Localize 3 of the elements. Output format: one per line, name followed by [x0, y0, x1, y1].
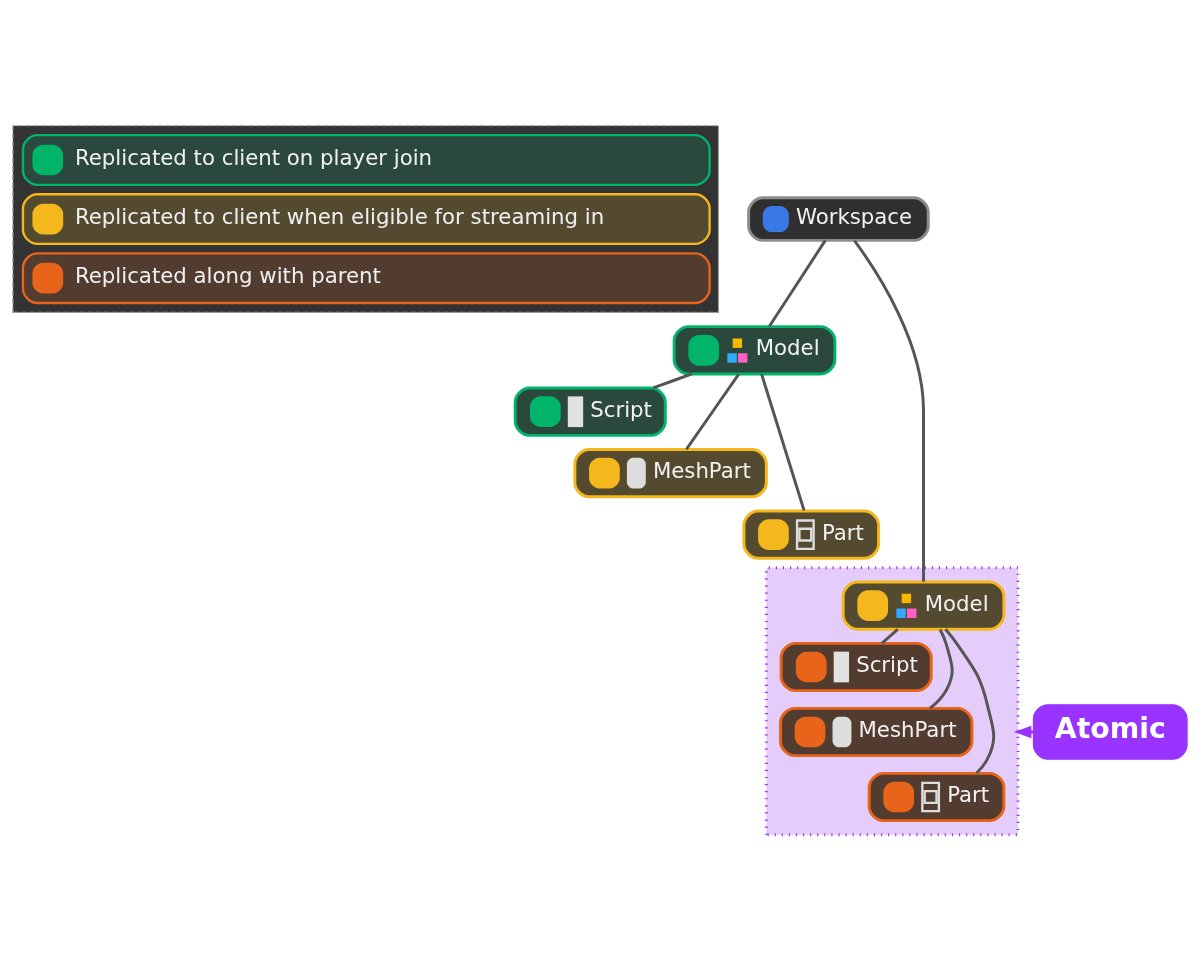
legend-label: Replicated along with parent	[74, 263, 381, 289]
legend-label: Replicated to client on player join	[74, 145, 433, 171]
legend-label: Replicated to client when eligible for streaming in	[74, 204, 605, 230]
